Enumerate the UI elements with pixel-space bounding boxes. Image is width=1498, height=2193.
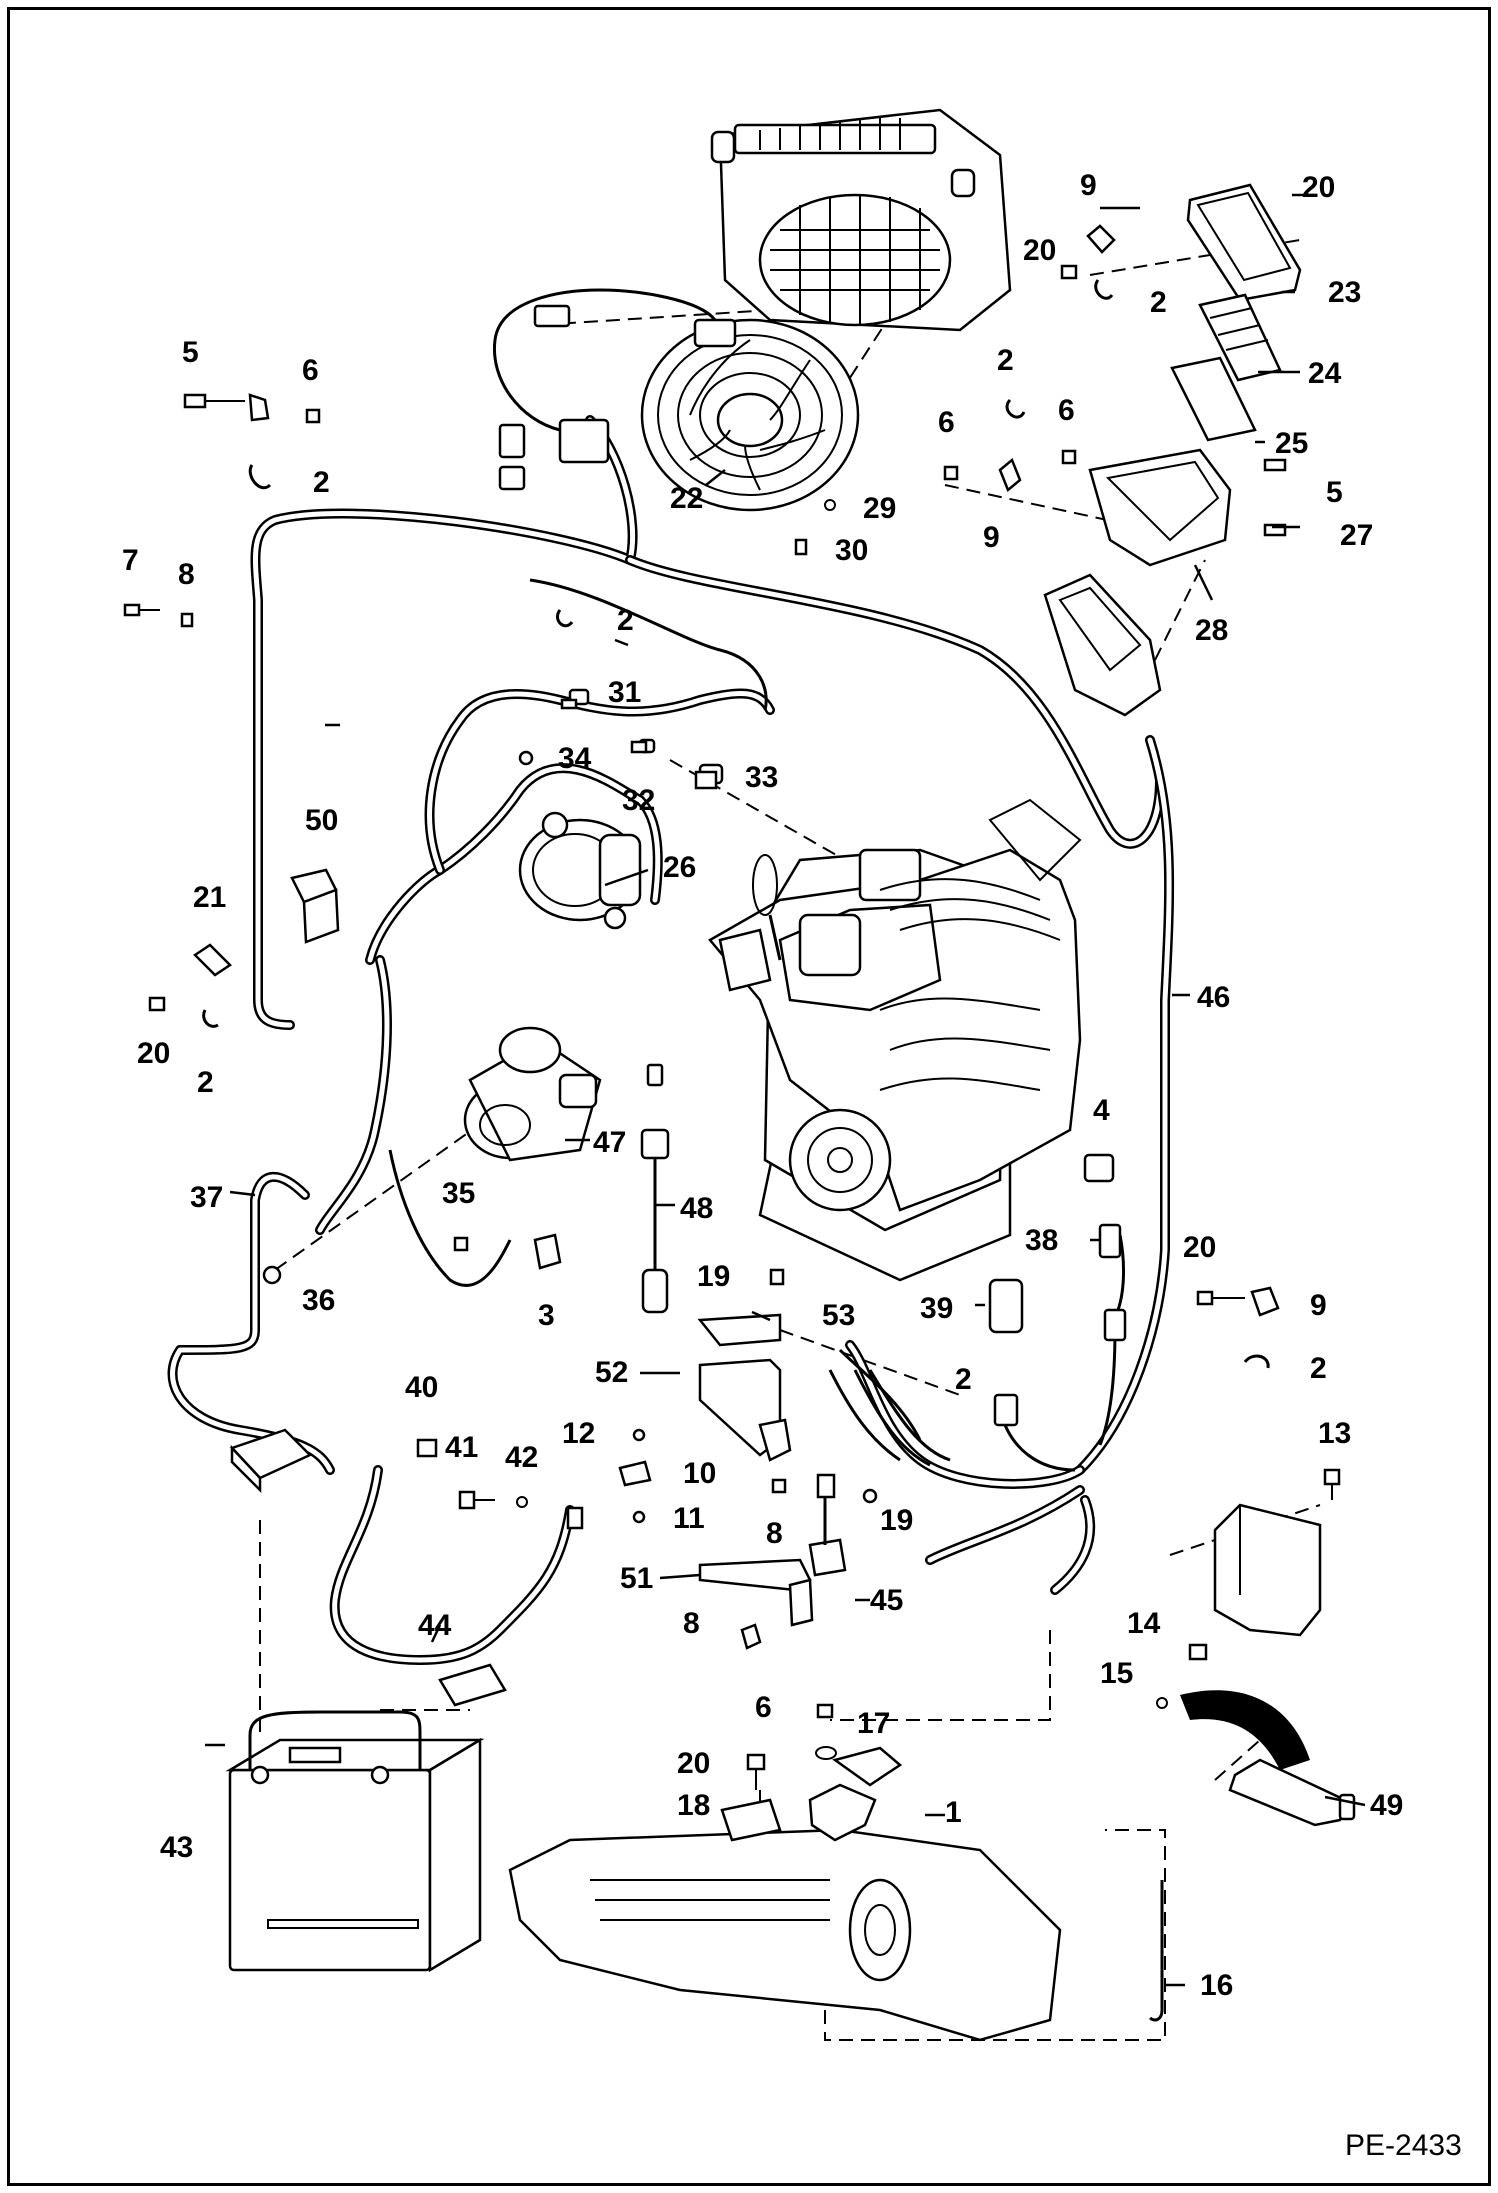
- callout-20: 20: [1183, 1231, 1216, 1264]
- callout-29: 29: [863, 492, 896, 525]
- figure-id: PE-2433: [1345, 2129, 1462, 2162]
- callout-33: 33: [745, 761, 778, 794]
- callout-38: 38: [1025, 1224, 1058, 1257]
- callout-46: 46: [1197, 981, 1230, 1014]
- callout-2: 2: [997, 344, 1014, 377]
- callout-13: 13: [1318, 1417, 1351, 1450]
- callout-4: 4: [1093, 1094, 1110, 1127]
- callout-44: 44: [418, 1609, 452, 1642]
- callout-7: 7: [122, 544, 139, 577]
- callout-12: 12: [562, 1417, 595, 1450]
- callout-6: 6: [1058, 394, 1075, 427]
- callout-53: 53: [822, 1299, 855, 1332]
- radiator: [710, 108, 1012, 332]
- battery-cable-terminal: [229, 1428, 507, 1707]
- callout-2: 2: [197, 1066, 214, 1099]
- callout-2: 2: [617, 604, 634, 637]
- callout-35: 35: [442, 1177, 475, 1210]
- fuel-sender: [640, 1063, 670, 1314]
- callout-10: 10: [683, 1457, 716, 1490]
- callout-20: 20: [677, 1747, 710, 1780]
- callout-20: 20: [137, 1037, 170, 1070]
- chassis-frame: [508, 1828, 1062, 2042]
- callout-9: 9: [1080, 169, 1097, 202]
- callout-19: 19: [697, 1260, 730, 1293]
- callout-8: 8: [766, 1517, 783, 1550]
- callout-32: 32: [622, 784, 655, 817]
- battery: [225, 1710, 485, 1973]
- callout-2: 2: [313, 466, 330, 499]
- callout-16: 16: [1200, 1969, 1233, 2002]
- callout-3: 3: [538, 1299, 555, 1332]
- callout-39: 39: [920, 1292, 953, 1325]
- controller-assembly: [1043, 183, 1302, 717]
- callout-40: 40: [405, 1371, 438, 1404]
- callout-23: 23: [1328, 276, 1361, 309]
- callout-11: 11: [673, 1502, 705, 1535]
- callout-28: 28: [1195, 614, 1228, 647]
- callout-21: 21: [193, 881, 226, 914]
- callout-52: 52: [595, 1356, 628, 1389]
- callout-6: 6: [302, 354, 319, 387]
- engine: [708, 798, 1082, 1282]
- callout-18: 18: [677, 1789, 710, 1822]
- callout-47: 47: [593, 1126, 626, 1159]
- callout-51: 51: [620, 1562, 653, 1595]
- callout-41: 41: [445, 1431, 478, 1464]
- callout-50: 50: [305, 804, 338, 837]
- sealant-tube: [1180, 1690, 1356, 1827]
- alternator: [518, 811, 642, 930]
- rod: [1149, 1880, 1164, 2022]
- callout-45: 45: [870, 1584, 903, 1617]
- callout-9: 9: [983, 521, 1000, 554]
- callout-1: 1: [945, 1796, 962, 1829]
- callout-24: 24: [1308, 357, 1342, 390]
- callout-5: 5: [182, 336, 199, 369]
- callout-20: 20: [1302, 171, 1335, 204]
- shield-bracket: [1213, 1503, 1322, 1637]
- callout-2: 2: [955, 1363, 972, 1396]
- callout-34: 34: [558, 742, 592, 775]
- hardware-items: [123, 224, 1341, 1842]
- callout-6: 6: [938, 406, 955, 439]
- callout-20: 20: [1023, 234, 1056, 267]
- callout-17: 17: [857, 1707, 890, 1740]
- callout-27: 27: [1340, 519, 1373, 552]
- callout-2: 2: [1150, 286, 1167, 319]
- callout-25: 25: [1275, 427, 1308, 460]
- callout-49: 49: [1370, 1789, 1403, 1822]
- callout-48: 48: [680, 1192, 713, 1225]
- relay: [290, 868, 340, 944]
- callout-6: 6: [755, 1691, 772, 1724]
- callout-30: 30: [835, 534, 868, 567]
- callout-9: 9: [1310, 1289, 1327, 1322]
- callout-22: 22: [670, 482, 703, 515]
- callout-26: 26: [663, 851, 696, 884]
- callout-31: 31: [608, 676, 641, 709]
- callout-8: 8: [683, 1607, 700, 1640]
- callout-5: 5: [1326, 476, 1343, 509]
- callout-37: 37: [190, 1181, 223, 1214]
- callout-36: 36: [302, 1284, 335, 1317]
- callout-15: 15: [1100, 1657, 1133, 1690]
- main-wiring-harness: [167, 415, 1175, 1665]
- cooling-fan: [492, 288, 860, 512]
- callout-2: 2: [1310, 1352, 1327, 1385]
- callout-leaders: [205, 193, 1366, 1987]
- callout-19: 19: [880, 1504, 913, 1537]
- callout-43: 43: [160, 1831, 193, 1864]
- callout-labels: 1 2 2 2 2 2 2 2 3 4 5 5 6 6 6 6 7 8 8 8 …: [122, 169, 1403, 2002]
- callout-14: 14: [1127, 1607, 1161, 1640]
- callout-42: 42: [505, 1441, 538, 1474]
- callout-8: 8: [178, 558, 195, 591]
- starter-motor: [463, 1026, 602, 1162]
